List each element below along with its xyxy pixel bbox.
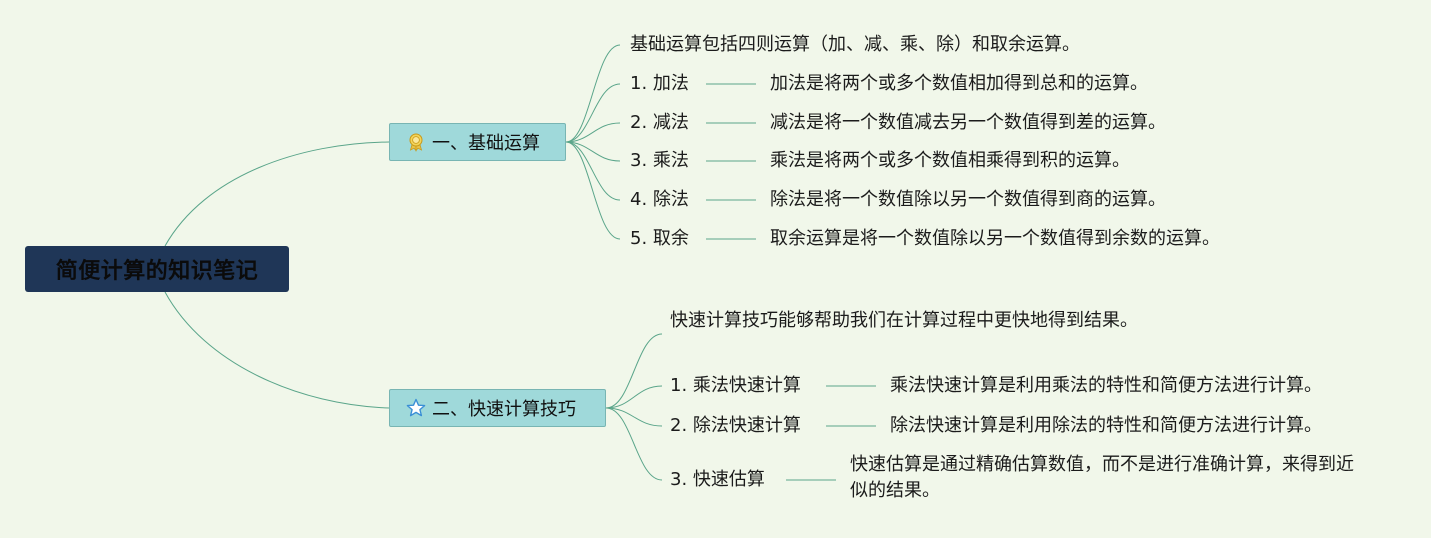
connector-b1-summary bbox=[565, 44, 621, 143]
connector-root-branch-1 bbox=[164, 141, 390, 247]
branch-2-item-3-desc: 快速估算是通过精确估算数值，而不是进行准确计算，来得到近似的结果。 bbox=[850, 454, 1354, 501]
branch-1-item-3-desc: 乘法是将两个或多个数值相乘得到积的运算。 bbox=[770, 150, 1130, 171]
connector-root-branch-2 bbox=[164, 291, 390, 409]
branch-1-item-2-label[interactable]: 2. 减法 bbox=[630, 112, 689, 133]
root-topic-label: 简便计算的知识笔记 bbox=[55, 259, 259, 284]
connector-b1-item-3 bbox=[565, 141, 621, 162]
branch-1-item-4-desc: 除法是将一个数值除以另一个数值得到商的运算。 bbox=[770, 189, 1166, 210]
branch-1-item-1-desc: 加法是将两个或多个数值相加得到总和的运算。 bbox=[770, 73, 1148, 94]
branch-quick-calculation-tips[interactable]: 二、快速计算技巧 bbox=[389, 389, 606, 427]
award-ribbon-icon bbox=[406, 132, 426, 152]
connector-b1-item-1 bbox=[565, 83, 621, 143]
connector-b2-item-1 bbox=[605, 385, 663, 409]
branch-2-item-1-desc: 乘法快速计算是利用乘法的特性和简便方法进行计算。 bbox=[890, 375, 1322, 396]
branch-2-summary: 快速计算技巧能够帮助我们在计算过程中更快地得到结果。 bbox=[670, 310, 1138, 331]
branch-1-item-1-label[interactable]: 1. 加法 bbox=[630, 73, 689, 94]
root-topic[interactable]: 简便计算的知识笔记 bbox=[25, 246, 289, 292]
branch-label: 一、基础运算 bbox=[432, 133, 540, 154]
branch-2-item-1-label[interactable]: 1. 乘法快速计算 bbox=[670, 375, 801, 396]
branch-1-item-3-label[interactable]: 3. 乘法 bbox=[630, 150, 689, 171]
branch-2-item-2-desc: 除法快速计算是利用除法的特性和简便方法进行计算。 bbox=[890, 415, 1322, 436]
branch-2-item-3-label[interactable]: 3. 快速估算 bbox=[670, 469, 765, 490]
branch-1-item-4-label[interactable]: 4. 除法 bbox=[630, 189, 689, 210]
connector-b1-item-2 bbox=[565, 122, 621, 143]
star-outline-icon bbox=[406, 398, 426, 418]
connector-b1-item-5 bbox=[565, 141, 621, 240]
branch-1-summary: 基础运算包括四则运算（加、减、乘、除）和取余运算。 bbox=[630, 34, 1080, 55]
connector-b2-summary bbox=[605, 333, 663, 409]
branch-1-item-5-label[interactable]: 5. 取余 bbox=[630, 228, 689, 249]
branch-basic-operations[interactable]: 一、基础运算 bbox=[389, 123, 566, 161]
connector-b1-item-4 bbox=[565, 141, 621, 201]
branch-label: 二、快速计算技巧 bbox=[432, 399, 576, 420]
branch-1-item-5-desc: 取余运算是将一个数值除以另一个数值得到余数的运算。 bbox=[770, 228, 1220, 249]
connector-b2-item-3 bbox=[605, 407, 663, 481]
connector-b2-item-2 bbox=[605, 407, 663, 427]
branch-2-item-2-label[interactable]: 2. 除法快速计算 bbox=[670, 415, 801, 436]
branch-1-item-2-desc: 减法是将一个数值减去另一个数值得到差的运算。 bbox=[770, 112, 1166, 133]
